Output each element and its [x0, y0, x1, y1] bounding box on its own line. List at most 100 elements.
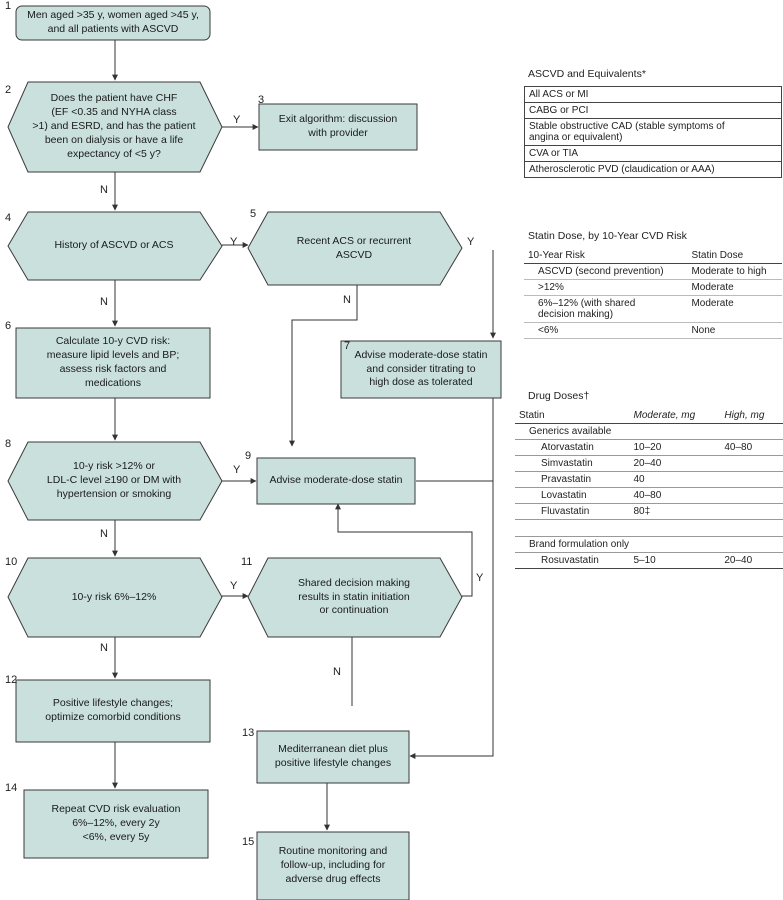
node-11-number: 11	[241, 556, 253, 568]
node-1-box	[15, 5, 211, 41]
edge-label-8-9: Y	[233, 464, 241, 476]
dose-risk-table-title: Statin Dose, by 10-Year CVD Risk	[528, 230, 687, 242]
node-14-box	[23, 789, 209, 859]
edge-label-10-11: Y	[230, 580, 238, 592]
node-12-text: Positive lifestyle changes; optimize com…	[45, 697, 181, 723]
node-15-number: 15	[242, 836, 255, 848]
dose-risk-cell: None	[687, 322, 782, 339]
node-7-box	[340, 340, 502, 399]
edge-label-2-3: Y	[233, 114, 241, 126]
node-6-number: 6	[5, 320, 12, 332]
ascvd-row: CABG or PCI	[524, 102, 782, 119]
node-2-text: Does the patient have CHF (EF <0.35 and …	[32, 92, 196, 160]
node-4-number: 4	[5, 212, 12, 224]
edge-label-2-4: N	[100, 184, 108, 196]
ascvd-row: Atherosclerotic PVD (claudication or AAA…	[524, 161, 782, 178]
drug-cell: Pravastatin	[515, 471, 630, 488]
drug-cell: Atorvastatin	[515, 439, 630, 456]
node-3-box	[258, 103, 418, 151]
node-12-box	[15, 679, 211, 743]
node-11-text: Shared decision making results in statin…	[297, 576, 411, 617]
drug-header: Statin	[515, 408, 630, 424]
dose-risk-cell: Moderate to high	[687, 263, 782, 280]
drug-group-label: Generics available	[515, 423, 783, 440]
drug-cell: 40–80	[720, 439, 783, 456]
drug-cell: Rosuvastatin	[515, 552, 630, 569]
connectors	[112, 40, 496, 831]
node-2-box	[7, 81, 223, 173]
dose-risk-cell: Moderate	[687, 279, 782, 296]
drug-header: Moderate, mg	[629, 408, 721, 424]
drug-cell: 40–80	[629, 487, 721, 504]
node-15-box	[256, 831, 410, 900]
node-12-number: 12	[5, 674, 18, 686]
edge-label-11-9: Y	[476, 572, 484, 584]
edge-5-9	[289, 285, 358, 447]
node-9-number: 9	[245, 450, 252, 462]
node-6-text: Calculate 10-y CVD risk: measure lipid l…	[46, 335, 180, 389]
dose-risk-cell: >12%	[524, 279, 688, 296]
node-14-text: Repeat CVD risk evaluation 6%–12%, every…	[51, 803, 181, 843]
drug-cell: 5–10	[629, 552, 721, 569]
edge-label-8-10: N	[100, 528, 108, 540]
ascvd-table-title: ASCVD and Equivalents*	[528, 68, 646, 80]
node-5-number: 5	[250, 208, 257, 220]
node-9-box	[256, 457, 416, 505]
ascvd-row: Stable obstructive CAD (stable symptoms …	[524, 118, 782, 146]
ascvd-row: All ACS or MI	[524, 86, 782, 103]
dose-risk-cell: Moderate	[687, 295, 782, 323]
edge-label-5-9: N	[343, 294, 351, 306]
node-10-number: 10	[5, 556, 18, 568]
edge-11-9	[335, 503, 473, 597]
drug-cell: Lovastatin	[515, 487, 630, 504]
edge-label-11-13: N	[333, 666, 341, 678]
node-7-text: Advise moderate-dose statin and consider…	[354, 348, 488, 389]
edge-label-4-6: N	[100, 296, 108, 308]
drug-cell: Fluvastatin	[515, 503, 630, 520]
dose-risk-cell: <6%	[524, 322, 688, 339]
drug-group-label: Brand formulation only	[515, 536, 783, 553]
drug-cell	[720, 487, 783, 504]
node-14-number: 14	[5, 782, 18, 794]
node-4-text: History of ASCVD or ACS	[54, 239, 174, 252]
drug-table: Statin Moderate, mg High, mg Generics av…	[515, 408, 783, 569]
node-4-box	[7, 211, 223, 281]
drug-cell: 20–40	[720, 552, 783, 569]
node-1-number: 1	[5, 0, 12, 12]
drug-cell: 10–20	[629, 439, 721, 456]
edge-7-13	[409, 398, 494, 759]
node-8-number: 8	[5, 438, 12, 450]
dose-risk-header: Statin Dose	[687, 248, 782, 264]
edge-label-5-7: Y	[467, 236, 475, 248]
node-2-number: 2	[5, 84, 12, 96]
node-8-text: 10-y risk >12% or LDL-C level ≥190 or DM…	[46, 460, 182, 500]
node-6-box	[15, 327, 211, 399]
drug-cell	[720, 503, 783, 520]
node-5-box	[247, 211, 463, 286]
drug-table-title: Drug Doses†	[528, 390, 590, 402]
node-8-box	[7, 441, 223, 521]
drug-cell: 20–40	[629, 455, 721, 472]
drug-header: High, mg	[720, 408, 783, 424]
node-3-number: 3	[258, 94, 265, 106]
drug-spacer-row	[515, 519, 783, 537]
node-13-box	[256, 730, 410, 784]
ascvd-row: CVA or TIA	[524, 145, 782, 162]
node-9-text: Advise moderate-dose statin	[269, 474, 403, 487]
node-7-number: 7	[344, 340, 351, 352]
dose-risk-cell: 6%–12% (with shared decision making)	[524, 295, 688, 323]
node-3-text: Exit algorithm: discussion with provider	[278, 113, 398, 139]
drug-cell: 40	[629, 471, 721, 488]
edge-label-4-5: Y	[230, 236, 238, 248]
ascvd-table: All ACS or MI CABG or PCI Stable obstruc…	[524, 86, 782, 178]
drug-cell: Simvastatin	[515, 455, 630, 472]
edge-label-10-12: N	[100, 642, 108, 654]
node-11-box	[247, 557, 463, 638]
node-15-text: Routine monitoring and follow-up, includ…	[278, 845, 388, 885]
dose-risk-table: 10-Year Risk Statin Dose ASCVD (second p…	[524, 248, 782, 339]
node-13-number: 13	[242, 727, 255, 739]
node-1-text: Men aged >35 y, women aged >45 y, and al…	[27, 9, 199, 35]
node-10-text: 10-y risk 6%–12%	[71, 590, 157, 603]
dose-risk-header: 10-Year Risk	[524, 248, 688, 264]
